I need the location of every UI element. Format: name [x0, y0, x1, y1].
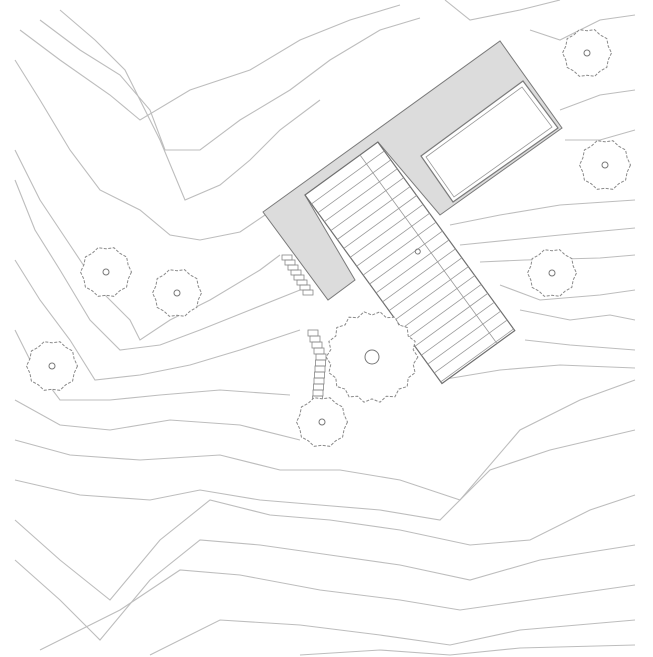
deck: [304, 141, 516, 385]
deck-plank: [382, 248, 456, 303]
tree: [561, 29, 613, 77]
deck-plank: [375, 239, 450, 294]
stair-step: [313, 347, 325, 355]
tree-trunk: [173, 289, 181, 297]
deck-plank: [337, 186, 411, 240]
deck-plank: [440, 328, 514, 383]
stair-step: [299, 284, 311, 291]
stair-step: [281, 254, 293, 261]
deck-plank: [401, 275, 476, 329]
tree-trunk: [318, 418, 326, 426]
stair-step: [290, 269, 302, 276]
deck-plank: [395, 266, 469, 320]
tree: [295, 397, 349, 447]
tree-trunk: [102, 268, 110, 276]
stair-step: [284, 259, 296, 266]
stair-step: [296, 279, 308, 286]
tree-trunk: [583, 49, 591, 57]
deck-plank: [317, 159, 391, 214]
deck-plank: [414, 293, 488, 347]
tree: [25, 341, 79, 391]
deck-plank: [324, 168, 398, 223]
tree-trunk: [601, 161, 609, 169]
deck-plank: [421, 301, 495, 356]
deck-plank: [343, 195, 417, 249]
deck-joist: [359, 154, 498, 344]
tree: [151, 269, 203, 317]
stair-step: [312, 389, 324, 397]
deck-plank: [362, 221, 437, 276]
tree-trunk: [364, 349, 380, 365]
tree-trunk: [48, 362, 56, 370]
stair-step: [307, 329, 319, 337]
stair-step: [314, 371, 325, 379]
deck-plank: [311, 150, 385, 205]
tree: [526, 249, 578, 297]
stair-step: [315, 353, 327, 361]
stair-step: [314, 365, 326, 373]
stair-step: [293, 274, 305, 281]
stair-step: [302, 289, 314, 296]
deck-plank: [369, 230, 443, 285]
deck-plank: [434, 319, 508, 374]
deck-marker: [414, 248, 421, 255]
deck-plank: [350, 204, 424, 258]
trees: [25, 29, 632, 447]
pool: [420, 80, 559, 203]
stair-step: [313, 377, 325, 385]
deck-plank: [388, 257, 463, 312]
deck-plank: [408, 284, 482, 338]
deck-plank: [330, 177, 404, 231]
deck-plank: [427, 310, 501, 365]
stair-step: [313, 383, 324, 391]
stair-step: [287, 264, 299, 271]
stair-step: [311, 341, 323, 349]
stair-step: [315, 359, 326, 367]
contour-lines: [14, 0, 636, 656]
tree-trunk: [548, 269, 556, 277]
deck-plank: [356, 212, 430, 267]
stair-step: [309, 335, 321, 343]
tree: [578, 140, 632, 190]
pool-edge: [425, 86, 553, 198]
building: [262, 40, 563, 403]
tree: [79, 247, 133, 297]
tree-large: [325, 311, 419, 403]
